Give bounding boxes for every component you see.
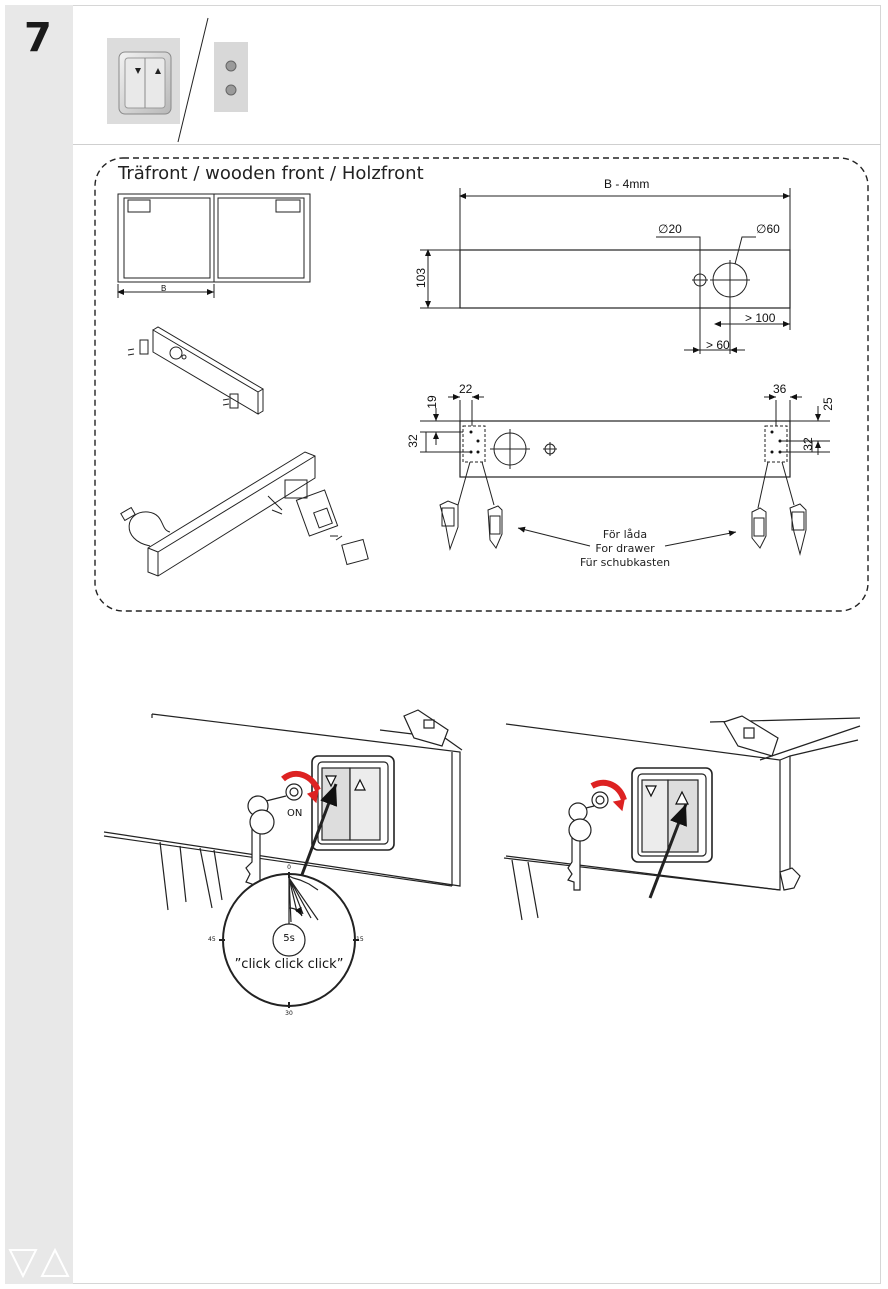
timer-tick-0: 0 <box>287 864 291 871</box>
step-number: 7 <box>24 15 52 61</box>
diameter-icon: ∅ <box>756 222 767 236</box>
raise-switch-illustration <box>503 715 861 921</box>
timer-seconds: 5s <box>283 933 295 944</box>
dim-25: 25 <box>821 397 835 411</box>
header-separator <box>177 17 209 143</box>
timer-sound: ”click click click” <box>234 957 344 972</box>
dim-width-label: B - 4mm <box>604 177 650 191</box>
switch-base-photo-icon <box>214 42 248 112</box>
front-with-switch-iso-drawing <box>120 451 369 577</box>
bracket-position-drawing <box>420 394 830 556</box>
drawer-label-en: For drawer <box>595 542 655 555</box>
front-dimension-drawing <box>420 188 791 354</box>
cabinet-drawing <box>117 193 311 298</box>
dim-22: 22 <box>459 382 473 396</box>
dim-32-left: 32 <box>406 434 420 448</box>
activate-switch-illustration <box>103 709 463 1008</box>
dim-height-label: 103 <box>414 267 428 289</box>
timer-tick-30: 30 <box>285 1010 293 1017</box>
dim-36: 36 <box>773 382 787 396</box>
timer-tick-45: 45 <box>208 936 216 943</box>
diameter-icon: ∅ <box>658 222 669 236</box>
dim-gap-100: > 100 <box>745 311 776 325</box>
switch-photo-icon <box>107 38 180 124</box>
drawer-label-de: Für schubkasten <box>579 556 671 569</box>
dim-32-right: 32 <box>801 437 815 451</box>
dim-hole-small: ∅20 <box>658 222 682 236</box>
drawer-label-sv: För låda <box>602 528 648 541</box>
switch-on-label: ON <box>287 808 303 819</box>
left-strip <box>5 5 73 1284</box>
dim-hole-large: ∅60 <box>756 222 780 236</box>
dim-gap-60: > 60 <box>706 338 730 352</box>
header-divider <box>73 144 881 145</box>
section-title: Träfront / wooden front / Holzfront <box>118 163 424 184</box>
front-panel-iso-drawing <box>127 326 264 415</box>
drawer-label: För låda For drawer Für schubkasten <box>560 528 690 570</box>
dim-19: 19 <box>425 395 439 409</box>
timer-tick-15: 15 <box>356 936 364 943</box>
wooden-front-panel <box>94 157 869 612</box>
brand-logo-icon <box>8 1247 70 1279</box>
dim-cabinet-width: B <box>161 284 167 293</box>
